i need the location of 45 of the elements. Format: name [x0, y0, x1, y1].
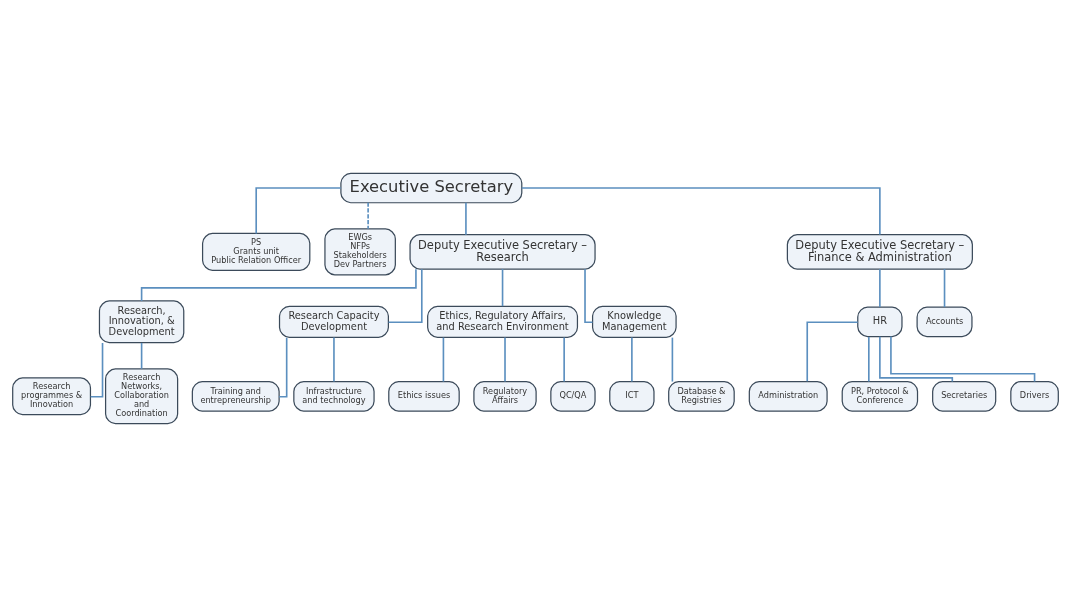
node-box: EWGs NFPs Stakeholders Dev Partners — [324, 228, 396, 276]
connector — [868, 336, 870, 383]
node-box: Secretaries — [932, 380, 997, 412]
node-box: Deputy Executive Secretary – Research — [409, 234, 596, 270]
node-box: HR — [857, 306, 903, 338]
connector — [387, 268, 423, 324]
connector — [879, 268, 881, 308]
connector — [504, 336, 506, 383]
node-box: Knowledge Management — [591, 305, 677, 338]
node-box: Database & Registries — [668, 380, 735, 412]
node-box: Administration — [748, 380, 828, 412]
connector — [140, 342, 143, 370]
node-box: Deputy Executive Secretary – Finance & Administration — [786, 234, 973, 270]
node-box: Research, Innovation, & Development — [98, 300, 185, 344]
node-box: Ethics, Regulatory Affairs, and Research Environment — [427, 305, 579, 338]
node-box: Drivers — [1010, 380, 1059, 412]
node-box: PS Grants unit Public Relation Officer — [201, 232, 311, 271]
connector — [943, 268, 946, 308]
connector — [671, 336, 674, 383]
connector — [442, 336, 445, 383]
connector — [278, 336, 288, 398]
node-box: Training and entrepreneurship — [191, 380, 280, 412]
node-box: PR, Protocol & Conference — [841, 380, 919, 412]
connector — [521, 187, 881, 236]
node-box: Ethics issues — [388, 380, 460, 412]
node-box: Research programmes & Innovation — [12, 377, 92, 416]
node-box: Research Capacity Development — [278, 305, 389, 338]
connector — [563, 336, 565, 383]
node-box: Executive Secretary — [340, 172, 523, 204]
node-box: Infrastructure and technology — [293, 380, 375, 412]
connector — [584, 268, 594, 324]
node-box: Regulatory Affairs — [473, 380, 537, 412]
connector — [879, 336, 954, 383]
node-box: QC/QA — [550, 380, 596, 412]
connector — [255, 187, 342, 235]
node-box: Research Networks, Collaboration and Coordination — [105, 368, 179, 425]
connector — [806, 321, 859, 383]
connector — [333, 336, 335, 383]
connector — [501, 268, 504, 307]
connector — [890, 335, 1036, 383]
connector — [465, 202, 467, 236]
connector — [631, 336, 633, 383]
connector — [367, 202, 369, 230]
node-box: Accounts — [916, 306, 973, 338]
node-box: ICT — [609, 380, 655, 412]
